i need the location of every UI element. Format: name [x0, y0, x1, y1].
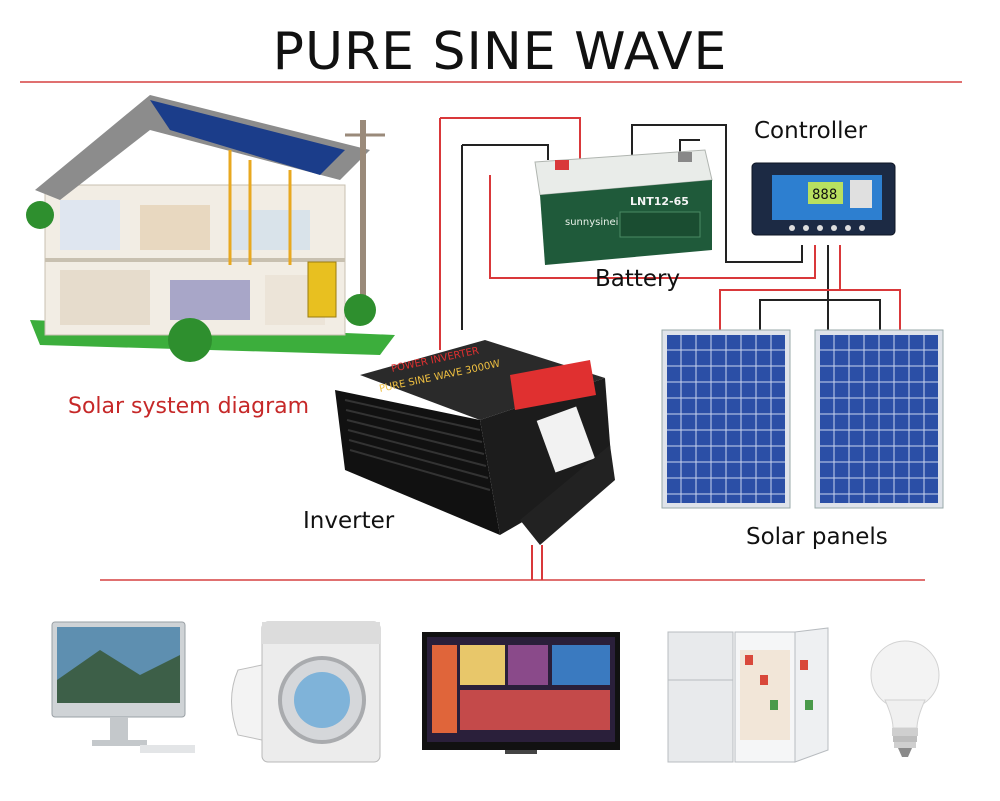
controller-illustration: 888	[752, 163, 895, 235]
house-illustration	[26, 95, 395, 362]
inverter-label: Inverter	[303, 508, 394, 534]
computer-monitor-icon	[52, 622, 195, 753]
battery-model-text: LNT12-65	[630, 195, 689, 208]
washing-machine-icon	[232, 622, 381, 762]
light-bulb-icon	[871, 641, 939, 757]
solar-panels-label: Solar panels	[746, 524, 888, 550]
solar-system-diagram-label: Solar system diagram	[68, 394, 309, 419]
battery-illustration: sunnysinei LNT12-65	[535, 150, 712, 265]
solar-panel-right	[815, 330, 943, 508]
controller-label: Controller	[754, 118, 867, 144]
controller-display-text: 888	[812, 187, 837, 203]
battery-brand-text: sunnysinei	[565, 217, 618, 228]
battery-label: Battery	[595, 266, 680, 292]
television-icon	[422, 632, 620, 754]
solar-panel-left	[662, 330, 790, 508]
refrigerator-icon	[668, 628, 828, 762]
